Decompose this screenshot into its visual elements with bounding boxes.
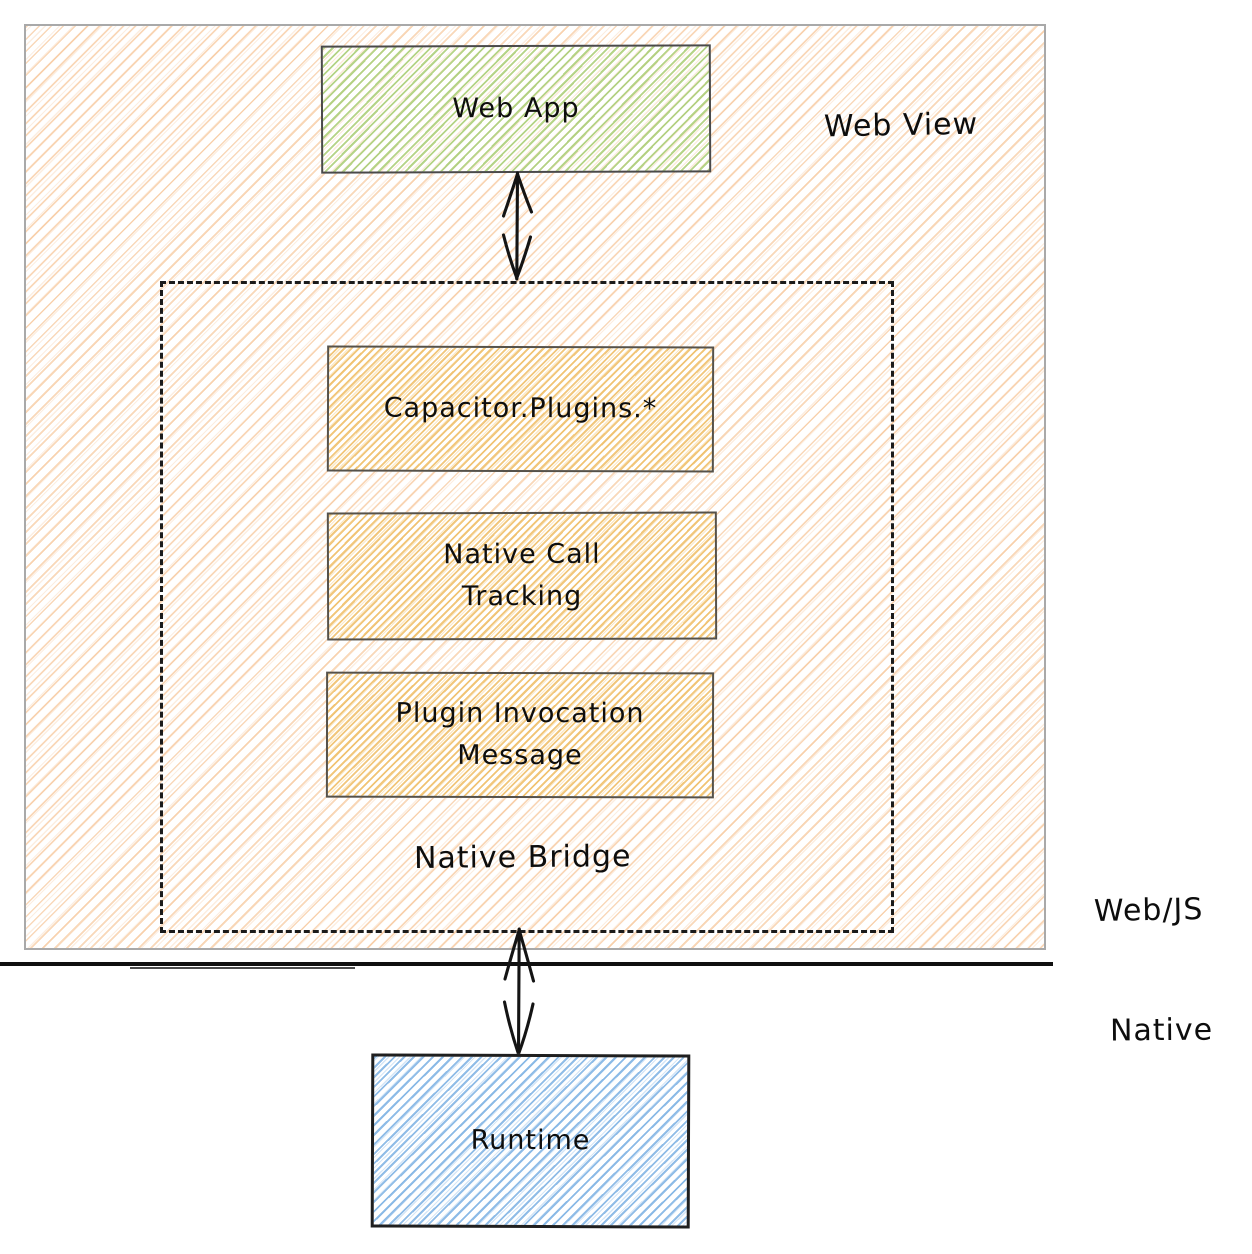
node-runtime: Runtime	[370, 1053, 691, 1229]
web-native-divider-overdraw	[130, 967, 355, 969]
bidirectional-arrow-bridge-runtime	[502, 927, 536, 1057]
web-view-label: Web View	[823, 106, 979, 145]
node-web-app-label: Web App	[452, 92, 580, 125]
web-view-region	[24, 24, 1046, 950]
native-bridge-region	[160, 281, 894, 933]
web-js-side-label: Web/JS	[1093, 892, 1204, 929]
node-plugin-invocation-message: Plugin Invocation Message	[325, 671, 715, 799]
native-side-label: Native	[1109, 1012, 1214, 1049]
node-capacitor-plugins-label: Capacitor.Plugins.*	[383, 392, 658, 425]
native-bridge-label: Native Bridge	[413, 839, 632, 876]
bidirectional-arrow-webapp-bridge	[501, 171, 534, 281]
web-native-divider	[0, 962, 1053, 966]
node-plugin-invocation-message-label: Plugin Invocation Message	[395, 697, 645, 772]
node-capacitor-plugins: Capacitor.Plugins.*	[326, 345, 715, 473]
node-runtime-label: Runtime	[470, 1124, 591, 1157]
node-native-call-tracking-label: Native Call Tracking	[443, 538, 601, 613]
node-web-app: Web App	[320, 44, 712, 174]
node-native-call-tracking: Native Call Tracking	[326, 511, 718, 641]
